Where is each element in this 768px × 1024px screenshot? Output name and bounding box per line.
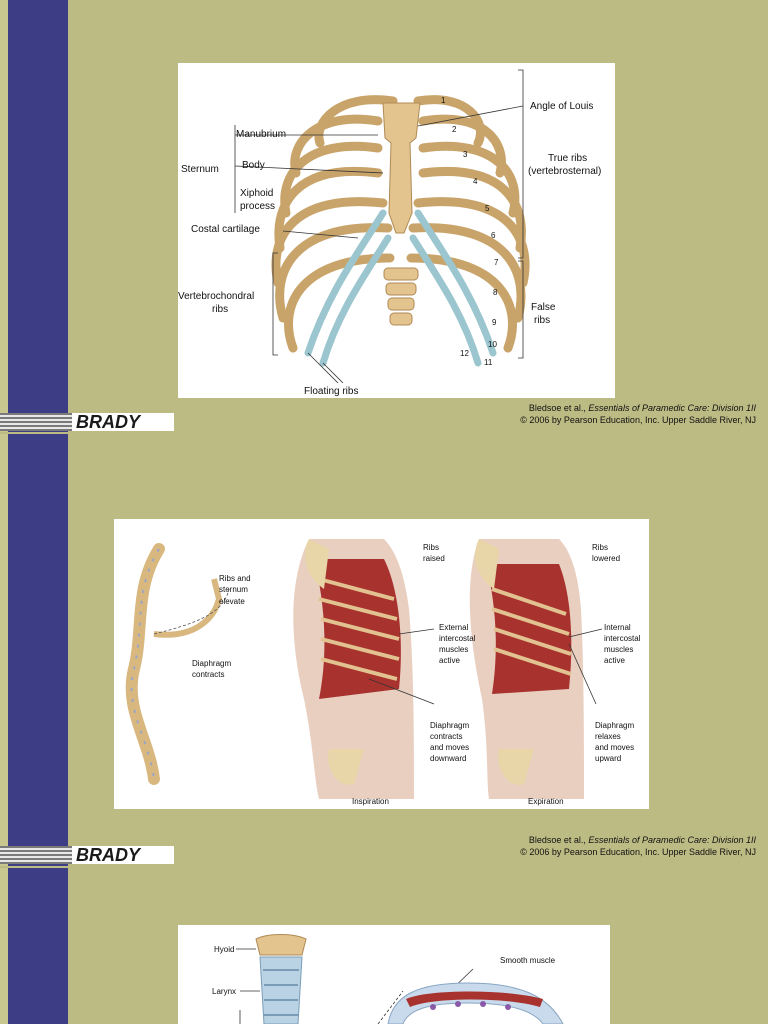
brand-logo: BRADY <box>72 412 174 432</box>
sidebar-bar <box>8 434 68 866</box>
airway-figure: Hyoid Larynx Smooth muscle <box>178 925 610 1024</box>
label-contracts: contracts <box>192 670 225 679</box>
credit-line-2: © 2006 by Pearson Education, Inc. Upper … <box>520 847 756 857</box>
label-dia-c-1: Diaphragm <box>430 721 470 730</box>
label-dia-r-2: relaxes <box>595 732 621 741</box>
label-vertebrochondral-ribs: ribs <box>212 304 229 315</box>
slide-1: Angle of Louis Manubrium Sternum Body Xi… <box>0 0 768 432</box>
rib-number-10: 10 <box>488 340 497 349</box>
rib-number-4: 4 <box>473 177 478 186</box>
brand-bar: BRADY <box>0 412 175 432</box>
rib-number-3: 3 <box>463 150 468 159</box>
label-ribs-lowered-2: lowered <box>592 554 621 563</box>
label-ext-4: active <box>439 656 460 665</box>
rib-number-5: 5 <box>485 204 490 213</box>
label-dia-r-4: upward <box>595 754 622 763</box>
label-int-2: intercostal <box>604 634 641 643</box>
label-ribs-raised-2: raised <box>423 554 445 563</box>
rib-cage-figure: Angle of Louis Manubrium Sternum Body Xi… <box>178 63 615 398</box>
label-ribs-raised-1: Ribs <box>423 543 440 552</box>
rib-number-6: 6 <box>491 231 496 240</box>
label-sternum-2: sternum <box>219 585 248 594</box>
credit-authors: Bledsoe et al., <box>528 403 589 413</box>
label-angle-of-louis: Angle of Louis <box>530 101 594 112</box>
credit-block: Bledsoe et al., Essentials of Paramedic … <box>520 402 756 426</box>
sidebar-edge <box>0 868 8 1024</box>
rib-number-1: 1 <box>441 96 446 105</box>
label-hyoid: Hyoid <box>214 945 235 954</box>
rib-number-12: 12 <box>460 349 469 358</box>
breathing-mechanics-figure: Ribs and sternum elevate Diaphragm contr… <box>114 519 649 809</box>
sidebar-edge <box>0 434 8 866</box>
label-int-1: Internal <box>604 623 631 632</box>
brand-logo: BRADY <box>72 845 174 865</box>
rib-number-11: 11 <box>484 358 493 367</box>
label-ext-1: External <box>439 623 469 632</box>
label-true-ribs: True ribs <box>548 153 588 164</box>
airway-illustration <box>236 934 564 1024</box>
label-true-ribs-sub: (vertebrosternal) <box>528 166 602 177</box>
label-false-ribs: ribs <box>534 315 551 326</box>
credit-authors: Bledsoe et al., <box>528 835 589 845</box>
label-ribs-lowered-1: Ribs <box>592 543 609 552</box>
credit-book-title: Essentials of Paramedic Care: Division 1… <box>588 835 756 845</box>
slide-3: Hyoid Larynx Smooth muscle <box>0 868 768 1024</box>
label-process: process <box>240 201 276 212</box>
label-elevate: elevate <box>219 597 245 606</box>
label-dia-c-3: and moves <box>430 743 470 752</box>
label-dia-r-3: and moves <box>595 743 635 752</box>
sidebar-edge <box>0 0 8 432</box>
label-ext-2: intercostal <box>439 634 476 643</box>
sidebar-bar <box>8 868 68 1024</box>
label-ribs-and: Ribs and <box>219 574 251 583</box>
label-dia-c-4: downward <box>430 754 467 763</box>
brand-logo-text: BRADY <box>76 412 141 432</box>
rib-number-2: 2 <box>452 125 457 134</box>
rib-number-8: 8 <box>493 288 498 297</box>
label-ext-3: muscles <box>439 645 469 654</box>
credit-book-title: Essentials of Paramedic Care: Division 1… <box>588 403 756 413</box>
credit-block: Bledsoe et al., Essentials of Paramedic … <box>520 834 756 858</box>
label-smooth-muscle: Smooth muscle <box>500 956 556 965</box>
brand-logo-text: BRADY <box>76 845 141 865</box>
rib-cage-illustration <box>234 69 530 384</box>
label-diaphragm: Diaphragm <box>192 659 232 668</box>
label-body: Body <box>242 160 265 171</box>
slide-2: Ribs and sternum elevate Diaphragm contr… <box>0 434 768 866</box>
label-sternum: Sternum <box>181 164 219 175</box>
credit-line-2: © 2006 by Pearson Education, Inc. Upper … <box>520 415 756 425</box>
rib-number-7: 7 <box>494 258 499 267</box>
credit-line-1: Bledsoe et al., Essentials of Paramedic … <box>520 402 756 414</box>
label-floating-ribs: Floating ribs <box>304 386 359 397</box>
label-xiphoid: Xiphoid <box>240 188 274 199</box>
label-larynx: Larynx <box>212 987 237 996</box>
breathing-illustration <box>125 539 603 799</box>
rib-number-9: 9 <box>492 318 497 327</box>
label-dia-r-1: Diaphragm <box>595 721 635 730</box>
label-int-4: active <box>604 656 625 665</box>
label-int-3: muscles <box>604 645 634 654</box>
label-costal-cartilage: Costal cartilage <box>191 224 260 235</box>
label-dia-c-2: contracts <box>430 732 463 741</box>
credit-line-1: Bledsoe et al., Essentials of Paramedic … <box>520 834 756 846</box>
label-expiration: Expiration <box>528 797 564 806</box>
sidebar-bar <box>8 0 68 432</box>
label-inspiration: Inspiration <box>352 797 389 806</box>
label-false: False <box>531 302 556 313</box>
brand-bar: BRADY <box>0 845 175 865</box>
label-vertebrochondral: Vertebrochondral <box>178 291 255 302</box>
label-manubrium: Manubrium <box>236 129 287 140</box>
